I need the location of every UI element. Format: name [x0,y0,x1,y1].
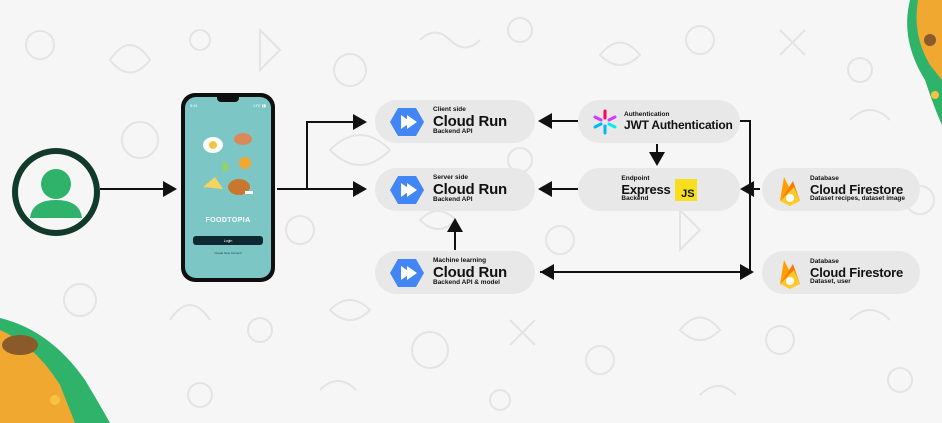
card-label: Client side [433,105,466,113]
cloud-run-icon [390,258,424,287]
status-signal: LTE ▮▮ [253,103,266,108]
card-sub: Backend API & model [433,279,500,287]
card-title: Cloud Run [433,263,508,281]
login-button[interactable]: Login [193,236,263,245]
card-title: Cloud Run [433,180,508,198]
jwt-icon [593,109,617,134]
user-icon [30,169,82,218]
jwt-authentication-card: Authentication JWT Authentication [578,100,740,143]
card-label: Database [810,174,839,182]
client-side-cloud-run-card: Client side Cloud Run Backend API [375,100,535,143]
card-label: Machine learning [433,256,487,264]
card-label: Server side [433,173,469,181]
card-sub: Dataset recipes, dataset image [810,195,906,203]
app-screen: 9:41 LTE ▮▮ FOODTOPIA Login Create New A… [185,97,271,278]
card-sub: Backend [621,195,649,203]
card-title: JWT Authentication [624,117,733,132]
app-name: FOODTOPIA [205,217,251,224]
card-sub: Backend API [433,128,473,136]
card-title: Express [621,181,671,197]
firebase-icon [780,259,800,289]
server-side-cloud-run-card: Server side Cloud Run Backend API [375,168,535,211]
food-illustration-icon [203,133,253,195]
ml-cloud-run-card: Machine learning Cloud Run Backend API &… [375,251,535,294]
phone-notch [217,97,239,102]
express-endpoint-card: Endpoint Express Backend JS [578,168,740,211]
firestore-recipes-card: Database Cloud Firestore Dataset recipes… [762,168,920,211]
card-title: Cloud Run [433,112,508,130]
card-label: Authentication [624,110,670,118]
arrow-phone-to-client [306,114,367,189]
line-auth-right [740,120,751,272]
user-avatar [12,148,100,236]
cloud-run-icon [390,175,424,204]
card-title: Cloud Firestore [810,181,904,197]
card-label: Endpoint [621,174,650,182]
card-title: Cloud Firestore [810,264,904,280]
card-sub: Backend API [433,196,473,204]
firebase-icon [780,176,800,206]
cloud-run-icon [390,107,424,136]
javascript-icon: JS [674,178,697,201]
mobile-app-phone: 9:41 LTE ▮▮ FOODTOPIA Login Create New A… [181,93,275,282]
card-label: Database [810,257,839,265]
firestore-users-card: Database Cloud Firestore Dataset, user [762,251,920,294]
status-time: 9:41 [190,103,198,108]
card-sub: Dataset, user [810,278,851,286]
create-account-link[interactable]: Create New Account [214,251,242,255]
